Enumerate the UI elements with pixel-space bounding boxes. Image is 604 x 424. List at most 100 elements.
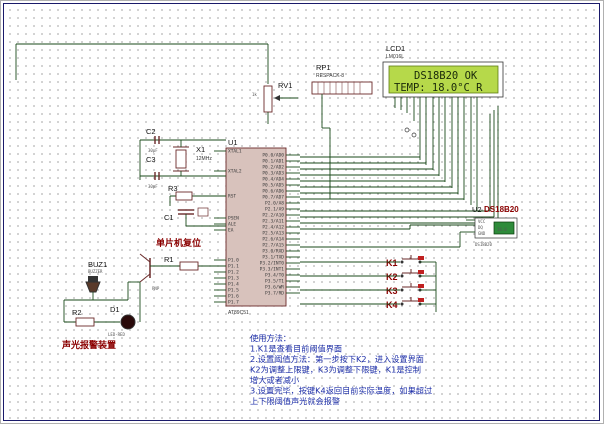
key-k4[interactable]: K4 — [300, 297, 436, 310]
mcu-pin-right: P2.7/A15 — [262, 243, 284, 249]
u1-part: AT89C51 — [228, 310, 249, 316]
x1-ref: X1 — [196, 145, 205, 154]
transistor-q1[interactable]: R1 PNP — [139, 253, 226, 322]
note-line: 使用方法： — [250, 333, 291, 343]
key-label: K4 — [386, 300, 398, 310]
u2-pin-dq: DQ — [478, 225, 483, 230]
mcu-right-pins: P0.0/AD0P0.1/AD1P0.2/AD2P0.3/AD3P0.4/AD4… — [260, 153, 300, 297]
mcu-pin-right: P0.6/AD6 — [262, 189, 284, 195]
lcd-module[interactable]: DS18B20 OK TEMP: 18.0°C R LCD1 LM016L — [382, 44, 504, 211]
mcu-pin-left: P1.0 — [228, 258, 239, 264]
lcd-ground-symbol-2 — [411, 132, 417, 138]
mcu-u1[interactable]: U1 AT89C51 XTAL1XTAL2RSTPSENALEEAP1.0P1.… — [214, 138, 300, 316]
u1-ref: U1 — [228, 138, 238, 147]
mcu-pin-right: P3.2/INT0 — [260, 261, 285, 267]
lcd-pins — [394, 97, 478, 211]
sensor-display — [493, 221, 515, 235]
key-k2[interactable]: K2 — [300, 269, 436, 282]
key-label: K3 — [386, 286, 398, 296]
mcu-pin-right: P0.1/AD1 — [262, 159, 284, 165]
mcu-pin-right: P2.1/A9 — [265, 207, 284, 213]
mcu-pin-right: P0.3/AD3 — [262, 171, 284, 177]
u2-ref: U2 — [472, 205, 482, 214]
c2-ref: C2 — [146, 127, 156, 136]
lcd-screen — [388, 65, 499, 94]
buzzer-buz1[interactable]: BUZ1 BUZZER — [63, 260, 140, 322]
note-line: 3.设置完毕，按键K4返回目前实际温度，如果超过 — [250, 386, 432, 396]
u2-title: DS18B20 — [484, 205, 519, 214]
mcu-pin-left: RST — [228, 194, 236, 200]
mcu-pin-right: P0.4/AD4 — [262, 177, 284, 183]
led-d1[interactable]: D1 LED-RED — [108, 305, 136, 337]
note-line: 2.设置阈值方法：第一步按下K2，进入设置界面 — [250, 354, 424, 364]
mcu-pin-right: P0.5/AD5 — [262, 183, 284, 189]
resistor-r2[interactable]: R2 — [64, 308, 120, 327]
svg-text:18.0: 18.0 — [497, 227, 507, 232]
key-k3[interactable]: K3 — [300, 283, 436, 296]
mcu-pin-right: P2.4/A12 — [262, 225, 284, 231]
key-label: K2 — [386, 272, 398, 282]
mcu-pin-right: P3.5/T1 — [265, 279, 284, 285]
reset-circuit[interactable]: R3 C1 单片机复位 — [156, 184, 226, 249]
mcu-pin-left: XTAL2 — [228, 169, 242, 175]
potentiometer-rv1[interactable]: RV1 1k — [252, 44, 298, 124]
led-ref: D1 — [110, 305, 120, 314]
capacitor-c3[interactable]: C3 30pF — [139, 140, 181, 189]
mcu-pin-left: P1.2 — [228, 270, 239, 276]
usage-notes: 使用方法：1.K1是查看目前阈值界面2.设置阈值方法：第一步按下K2，进入设置界… — [250, 333, 432, 406]
mcu-pin-left: P1.1 — [228, 264, 239, 270]
note-line: 上下限阈值声光就会报警 — [250, 396, 340, 406]
x1-value: 12MHz — [196, 156, 212, 162]
lcd-ref: LCD1 — [386, 44, 405, 53]
mcu-pin-right: P3.7/RD — [265, 291, 284, 297]
q1-part: PNP — [152, 286, 160, 291]
svg-text:30pF: 30pF — [148, 184, 158, 189]
svg-text:1k: 1k — [252, 92, 257, 97]
mcu-pin-right: P2.5/A13 — [262, 231, 284, 237]
mcu-pin-left: EA — [228, 228, 234, 234]
mcu-pin-left: ALE — [228, 222, 236, 228]
r1-ref: R1 — [164, 255, 174, 264]
lcd-part: LM016L — [386, 54, 404, 60]
mcu-pin-right: P0.2/AD2 — [262, 165, 284, 171]
mcu-pin-right: P3.1/TXD — [262, 255, 284, 261]
led-part: LED-RED — [108, 332, 125, 337]
c1-ref: C1 — [164, 213, 174, 222]
mcu-pin-left: PSEN — [228, 216, 239, 222]
svg-text:30pF: 30pF — [148, 148, 158, 153]
mcu-pin-left: P1.4 — [228, 282, 239, 288]
mcu-pin-left: XTAL1 — [228, 149, 242, 155]
mcu-pin-left: P1.7 — [228, 300, 239, 306]
note-line: K2为调整上限键，K3为调整下限键，K1是控制 — [250, 365, 421, 375]
mcu-pin-left: P1.6 — [228, 294, 239, 300]
mcu-pin-left: P1.3 — [228, 276, 239, 282]
sensor-u2[interactable]: U2 DS18B20 18.0 VCC DQ GND DS18B20 — [460, 205, 519, 247]
capacitor-c2[interactable]: C2 30pF — [140, 127, 181, 153]
rp1-ref: RP1 — [316, 63, 331, 72]
key-label: K1 — [386, 258, 398, 268]
rp1-part: RESPACK-8 — [316, 73, 344, 79]
mcu-pin-right: P3.3/INT1 — [260, 267, 285, 273]
mcu-pin-right: P2.6/A14 — [262, 237, 284, 243]
crystal-x1[interactable]: X1 12MHz — [173, 139, 226, 177]
mcu-pin-right: P3.0/RXD — [262, 249, 284, 255]
mcu-body — [225, 147, 287, 307]
mcu-pin-right: P2.3/A11 — [262, 219, 284, 225]
mcu-pin-right: P0.7/AD7 — [262, 195, 284, 201]
mcu-left-pins: XTAL1XTAL2RSTPSENALEEAP1.0P1.1P1.2P1.3P1… — [214, 149, 242, 306]
mcu-pin-right: P2.2/A10 — [262, 213, 284, 219]
key-k1[interactable]: K1 — [300, 255, 436, 268]
r2-ref: R2 — [72, 308, 82, 317]
rv1-ref: RV1 — [278, 81, 292, 90]
u2-pin-gnd: GND — [478, 231, 486, 236]
lcd-line-2: TEMP: 18.0°C R — [394, 82, 483, 94]
mcu-pin-left: P1.5 — [228, 288, 239, 294]
buzzer-part: BUZZER — [88, 269, 103, 274]
resistor-pack-rp1[interactable]: RP1 RESPACK-8 — [311, 63, 373, 128]
p0-bus — [300, 106, 499, 248]
mcu-pin-right: P0.0/AD0 — [262, 153, 284, 159]
mcu-pin-right: P3.4/T0 — [265, 273, 284, 279]
alarm-label: 声光报警装置 — [61, 339, 116, 351]
